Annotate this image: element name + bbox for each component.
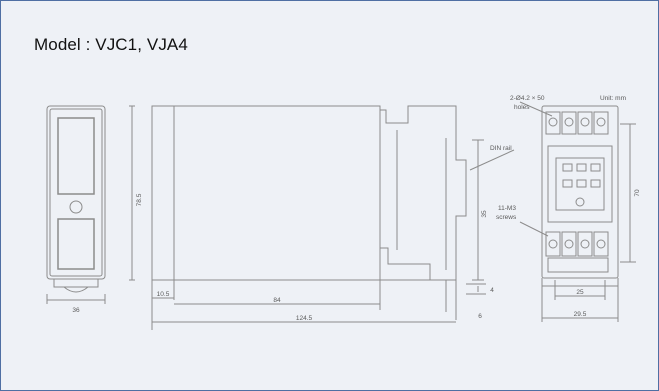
front-view (46, 105, 106, 304)
dim-front-width: 36 (72, 307, 80, 314)
model-title: Model : VJC1, VJA4 (34, 35, 188, 54)
holes-note-2: holes (514, 104, 530, 111)
dim-body-depth: 84 (273, 297, 281, 304)
screws-note: 11-M3 (498, 205, 516, 212)
dim-socket-height: 70 (634, 189, 641, 197)
side-view (129, 105, 486, 330)
dim-socket-inner: 25 (576, 289, 584, 296)
dim-total-depth: 124.5 (296, 315, 313, 322)
unit-note: Unit: mm (600, 95, 626, 102)
dim-side-c: 6 (478, 313, 482, 320)
din-rail-note: DIN rail (490, 145, 512, 152)
dim-height: 78.5 (136, 193, 143, 206)
dim-base-offset: 10.5 (157, 291, 170, 298)
holes-note: 2-Ø4.2 × 50 (510, 95, 545, 102)
screws-note-2: screws (496, 214, 517, 221)
dim-socket-width: 29.5 (574, 311, 587, 318)
dim-side-a: 35 (481, 210, 488, 218)
dim-side-b: 4 (490, 287, 494, 294)
socket-view (469, 101, 636, 322)
